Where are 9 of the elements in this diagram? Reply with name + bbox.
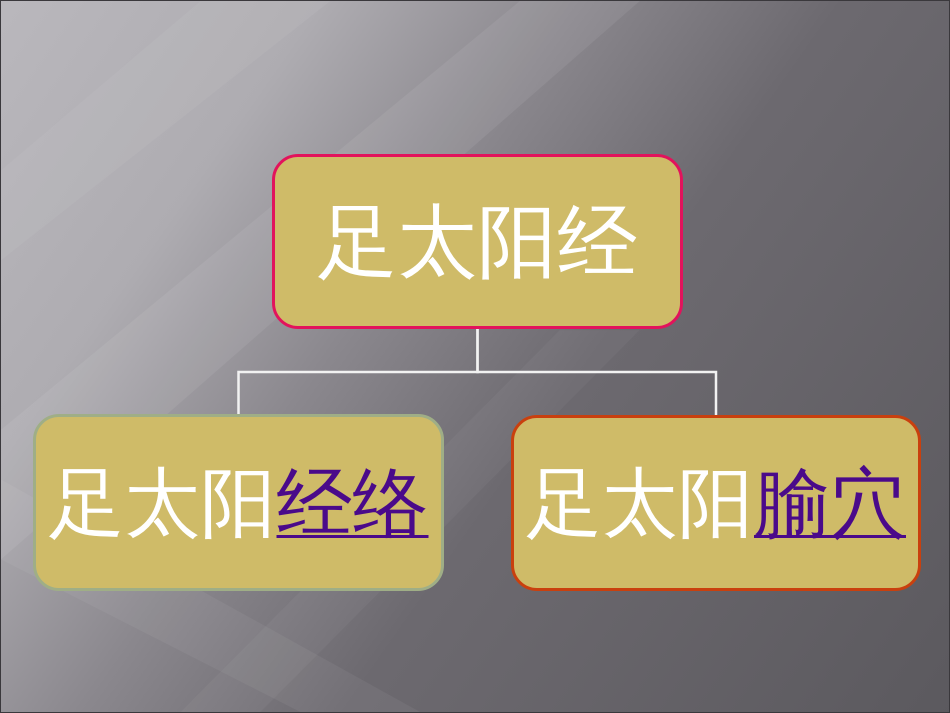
link-text: 腧穴	[754, 458, 906, 547]
link-text: 经络	[276, 458, 428, 546]
concept-box	[272, 154, 683, 329]
node-label: 足太阳	[48, 458, 276, 546]
concept-box	[511, 415, 921, 591]
concept-box	[33, 414, 444, 591]
node-label: 足太阳	[526, 458, 754, 547]
connector-line	[476, 329, 718, 415]
node-label: 足太阳经	[318, 194, 638, 288]
